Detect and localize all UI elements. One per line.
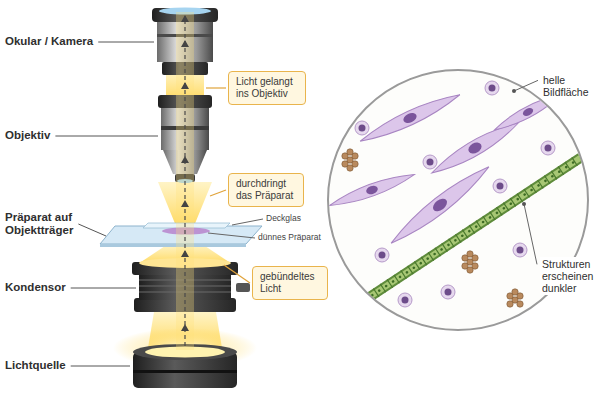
part-label: Lichtquelle (5, 359, 66, 372)
nucleus (466, 140, 483, 156)
callout-box: gebündeltes Licht (252, 266, 328, 300)
nucleus (379, 252, 386, 259)
nucleus (517, 247, 524, 254)
view-label: helle Bildfläche (541, 73, 600, 99)
condenser-knob (236, 283, 250, 292)
nucleus (431, 196, 450, 214)
round-cell (355, 121, 369, 135)
leader-line (98, 42, 154, 43)
leader-line (210, 190, 226, 196)
callout-box: durchdringt das Präparat (228, 173, 304, 207)
view-label: Strukturen erscheinen dunkler (540, 257, 600, 295)
granule-cluster (507, 289, 523, 307)
leader-line (55, 136, 158, 137)
nucleus (522, 106, 535, 117)
nucleus (359, 125, 366, 132)
cell-nuclei (365, 106, 535, 214)
leader-line (206, 87, 226, 88)
leader-line (514, 80, 538, 91)
callout-text: gebündeltes Licht (260, 271, 320, 295)
leader-line (208, 233, 255, 238)
slide-edge (100, 244, 246, 247)
leader-line (71, 288, 136, 289)
callout-text: durchdringt das Präparat (236, 178, 296, 202)
leader-line (78, 224, 106, 236)
beam-highlight (176, 12, 194, 350)
light-arrows (181, 15, 189, 331)
round-cell (541, 141, 555, 155)
round-cell (513, 243, 527, 257)
detail-label: dünnes Präparat (258, 233, 321, 243)
part-label: Okular / Kamera (5, 35, 93, 48)
callout-box: Licht gelangt ins Objektiv (228, 71, 306, 105)
leader-line (524, 204, 537, 264)
nucleus (365, 184, 379, 196)
part-label: Kondensor (5, 281, 66, 294)
granule-cluster (342, 149, 358, 171)
round-cell (441, 285, 455, 299)
granule-cluster (462, 251, 478, 273)
nucleus (402, 297, 409, 304)
part-label: Objektiv (5, 129, 50, 142)
round-cell (493, 179, 507, 193)
round-cell (485, 81, 499, 95)
nucleus (489, 85, 496, 92)
round-cell (423, 155, 437, 169)
nucleus (497, 183, 504, 190)
round-cell (398, 293, 412, 307)
nucleus (545, 145, 552, 152)
spindle-cell (357, 88, 463, 147)
nucleus (427, 159, 434, 166)
leader-line (224, 265, 250, 283)
leader-line (71, 366, 130, 367)
leader-dot (522, 202, 526, 206)
light-path (184, 16, 185, 346)
callout-text: Licht gelangt ins Objektiv (236, 76, 298, 100)
detail-label: Deckglas (266, 214, 301, 224)
nucleus (445, 289, 452, 296)
part-label: Präparat auf Objektträger (5, 211, 93, 237)
leader-dot (512, 89, 516, 93)
round-cell (375, 248, 389, 262)
nucleus (402, 111, 418, 125)
granule-clusters (342, 149, 523, 307)
lamp-groove (133, 370, 237, 373)
spindle-cell (386, 161, 494, 250)
leader-line (232, 219, 263, 225)
spindle-cell (328, 169, 417, 211)
